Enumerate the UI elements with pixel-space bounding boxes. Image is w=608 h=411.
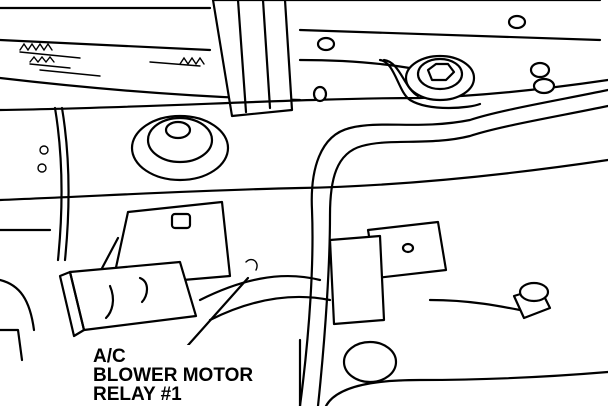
right-bracket-box [328,220,448,326]
callout-line-3: RELAY #1 [93,384,182,405]
lower-panel-hole [298,338,608,408]
lower-right-connector [512,281,552,320]
support-post [211,0,294,118]
crossmember [0,78,608,262]
callout-label: A/C BLOWER MOTOR RELAY #1 [91,345,258,405]
callout-line-1: A/C [93,346,126,367]
left-details [0,228,52,362]
callout-line-2: BLOWER MOTOR [93,365,254,386]
fasteners [312,14,556,103]
strut-mount [130,114,230,182]
cowl-panel [0,0,602,102]
callout-leader-line [180,276,250,354]
top-bolt-cap [404,54,476,102]
right-bracket [298,58,608,408]
relay-body [58,258,258,338]
